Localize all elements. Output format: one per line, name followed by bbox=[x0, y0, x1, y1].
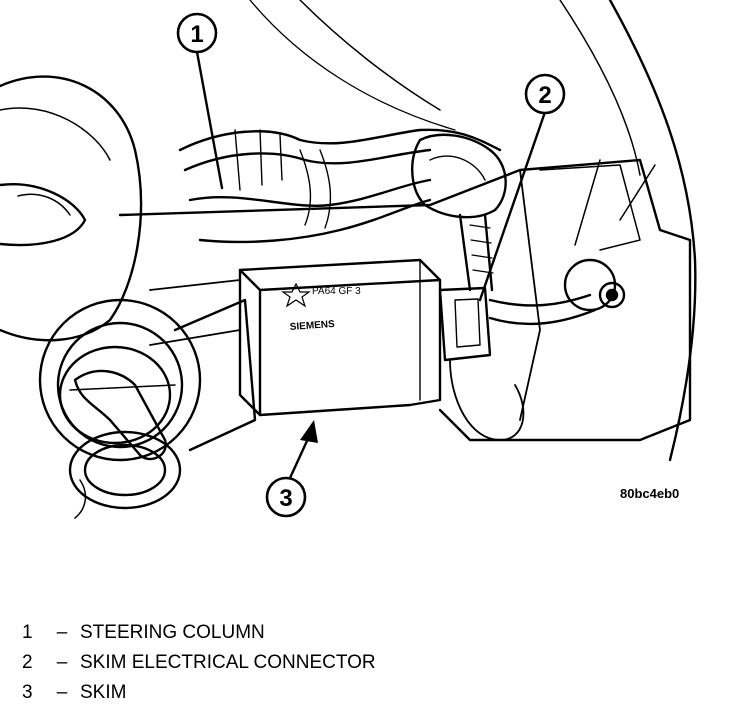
legend-number: 1 bbox=[22, 622, 33, 643]
skim-diagram: 1 2 3 PA64 GF 3 SIEMENS 80bc4eb0 bbox=[0, 0, 697, 519]
legend-item: 3 –SKIM bbox=[22, 678, 376, 708]
mounting-bolt bbox=[563, 258, 626, 312]
legend-item: 1 –STEERING COLUMN bbox=[22, 618, 376, 648]
callout-1: 1 bbox=[176, 12, 218, 54]
module-part-number: PA64 GF 3 bbox=[312, 286, 361, 297]
legend-separator: – bbox=[56, 682, 68, 703]
module-brand: SIEMENS bbox=[289, 319, 335, 333]
svg-text:2: 2 bbox=[538, 82, 551, 109]
skim-electrical-connector bbox=[438, 286, 597, 441]
figure-id: 80bc4eb0 bbox=[620, 486, 679, 501]
steering-column-shroud bbox=[0, 75, 143, 342]
legend-label: SKIM bbox=[80, 682, 127, 703]
ignition-lock-cylinder bbox=[38, 298, 257, 462]
parts-legend: 1–STEERING COLUMN 2–SKIM ELECTRICAL CONN… bbox=[22, 618, 376, 708]
dash-panel bbox=[608, 0, 697, 462]
wiring-harness bbox=[178, 128, 502, 152]
chrysler-logo-icon bbox=[281, 282, 311, 308]
legend-separator: – bbox=[56, 622, 68, 643]
legend-number: 2 bbox=[22, 652, 33, 673]
callout-2: 2 bbox=[524, 73, 566, 115]
legend-separator: – bbox=[56, 652, 68, 673]
ignition-key bbox=[68, 369, 182, 519]
skim-module bbox=[238, 258, 442, 417]
svg-text:3: 3 bbox=[279, 485, 292, 512]
legend-item: 2 –SKIM ELECTRICAL CONNECTOR bbox=[22, 648, 376, 678]
callout-3: 3 bbox=[265, 476, 307, 518]
svg-text:1: 1 bbox=[190, 21, 203, 48]
legend-label: STEERING COLUMN bbox=[80, 622, 265, 643]
legend-number: 3 bbox=[22, 682, 33, 703]
column-housing bbox=[118, 158, 692, 442]
legend-label: SKIM ELECTRICAL CONNECTOR bbox=[80, 652, 376, 673]
